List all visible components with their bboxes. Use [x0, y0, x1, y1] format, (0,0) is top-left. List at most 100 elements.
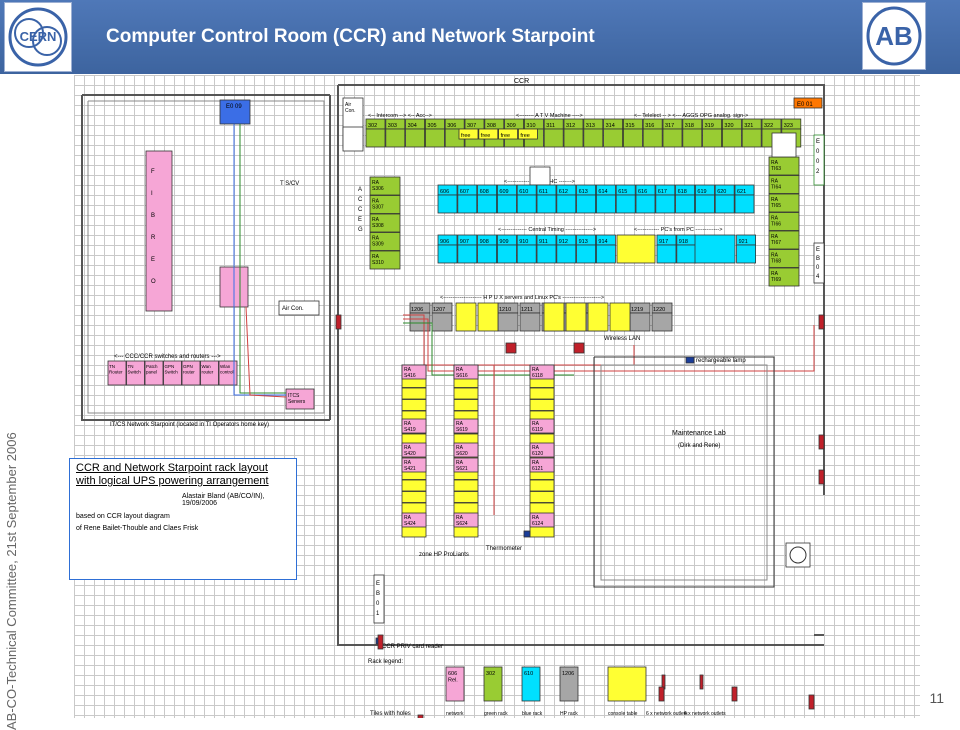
- fibre-letter: E: [151, 257, 155, 263]
- rack-top-label: 304: [408, 123, 417, 129]
- rack-rf-label: 620: [717, 189, 726, 195]
- rack-left-ra-label: S309: [372, 242, 384, 248]
- free-label: free: [461, 133, 470, 139]
- eb01-letter: 0: [376, 601, 380, 607]
- vertical-letter: A: [358, 187, 362, 193]
- rack-top-body: [722, 128, 742, 148]
- maintenance-wall: [593, 356, 775, 588]
- rack-ct-body: [536, 244, 557, 264]
- switch-cell-6: [218, 360, 238, 386]
- legend-code: 302: [486, 671, 495, 677]
- itcs-label: Servers: [288, 399, 306, 405]
- thermometer-label: Thermometer: [486, 546, 522, 552]
- hp-yellow-rack: [565, 302, 587, 332]
- aircon-dotted-box: [342, 126, 364, 152]
- ccr-label: CCR: [514, 78, 529, 85]
- rack-left-ra-2: [369, 213, 401, 233]
- rack-top-body: [603, 128, 623, 148]
- aircon-mid-box: [278, 300, 320, 316]
- switch-cell-3: [163, 360, 182, 386]
- legend-code: 606: [448, 671, 457, 677]
- cern-logo-text: CERN: [20, 29, 57, 44]
- intercom-label: <-- Intercom --> <-- Acc-->: [368, 113, 432, 119]
- col-s4-yellow: [401, 491, 427, 503]
- rack-rf-label: 613: [579, 189, 588, 195]
- rack-left-ra-4: [369, 250, 401, 270]
- rack-ct-label: 908: [480, 239, 489, 245]
- col-s4-yellow: [401, 502, 427, 515]
- rack-top-label: 323: [784, 123, 793, 129]
- col-s6-pink-label: RA: [456, 445, 464, 451]
- rack-rf-body: [516, 194, 537, 214]
- eo09-box: [219, 99, 251, 125]
- free-rack: [478, 128, 499, 140]
- switch-cell-label: router: [202, 370, 214, 375]
- itcs-label: ITCS: [288, 393, 300, 399]
- red-outlet-6: [731, 686, 738, 702]
- eb04-box: [813, 242, 825, 284]
- col-6-yellow: [529, 399, 555, 411]
- rack-top-label: 307: [467, 123, 476, 129]
- rack-rf-label: 619: [697, 189, 706, 195]
- col-s6-yellow: [453, 525, 479, 538]
- col-s4-pink-3: [401, 457, 427, 473]
- rack-right-label: TI67: [771, 240, 781, 246]
- rack-left-ra-label: RA: [372, 180, 380, 186]
- eo02-letter: E: [816, 139, 820, 145]
- red-outlet-0: [335, 314, 342, 330]
- slide-header: CERN Computer Control Room (CCR) and Net…: [0, 0, 960, 74]
- rack-rf-label: 614: [598, 189, 607, 195]
- rack-rf-label: 612: [559, 189, 568, 195]
- rack-rf-body: [675, 194, 695, 214]
- rack-right-label: RA: [771, 160, 779, 166]
- rack-hp-label: 1220: [653, 307, 665, 313]
- rack-rf-label: 618: [678, 189, 687, 195]
- rack-left-ra-label: RA: [372, 254, 380, 260]
- rack-ct-body: [596, 244, 616, 264]
- rack-rf-body: [695, 194, 715, 214]
- rack-ct-label: 906: [440, 239, 449, 245]
- col-s6-pink-label: S616: [456, 373, 468, 379]
- rack-top-label: 309: [507, 123, 516, 129]
- rack-rf-body: [437, 194, 458, 214]
- vertical-letter: C: [358, 197, 363, 203]
- rack-top-label: 314: [606, 123, 615, 129]
- rack-rf-body: [635, 194, 656, 214]
- col-s6-pink-0: [453, 364, 479, 380]
- free-label: free: [520, 133, 529, 139]
- rack-top-body: [563, 128, 584, 148]
- rack-top-label: 303: [388, 123, 397, 129]
- rack-rf-label: 611: [539, 189, 548, 195]
- rack-left-ra-3: [369, 232, 401, 251]
- free-rack: [498, 128, 519, 140]
- rack-top-body: [424, 128, 445, 148]
- col-s4-yellow: [401, 399, 427, 411]
- rack-rf-label: 616: [638, 189, 647, 195]
- note-title-line2: with logical UPS powering arrangement: [76, 475, 269, 487]
- switch-cell-4: [181, 360, 201, 386]
- rack-ct-body: [516, 244, 537, 264]
- col-s6-pink-1: [453, 418, 479, 434]
- rack-rf-label: 609: [499, 189, 508, 195]
- rack-rf-label: 606: [440, 189, 449, 195]
- rack-ct-body: [457, 244, 478, 264]
- vertical-letter: E: [358, 217, 362, 223]
- cable-green: [403, 322, 574, 376]
- switch-cell-label: Wan: [202, 364, 212, 369]
- rack-hp-label: 1211: [521, 307, 533, 313]
- rack-right-label: RA: [771, 234, 779, 240]
- rack-top-label: 322: [764, 123, 773, 129]
- free-label: free: [501, 133, 510, 139]
- col-6-pink-label: RA: [532, 421, 540, 427]
- red-square: [573, 342, 585, 354]
- col-s4-pink-label: S424: [404, 521, 416, 527]
- col-s4-pink-label: RA: [404, 515, 412, 521]
- free-rack: [517, 128, 538, 140]
- col-s6-pink-label: S619: [456, 427, 468, 433]
- col-s4-pink-1: [401, 418, 427, 434]
- red-outlet-5: [658, 686, 665, 702]
- col-6-pink-label: 6119: [532, 427, 543, 433]
- floorplan-grid: [74, 75, 920, 718]
- hp-yellow-rack: [609, 302, 631, 332]
- col-s6-pink-label: RA: [456, 421, 464, 427]
